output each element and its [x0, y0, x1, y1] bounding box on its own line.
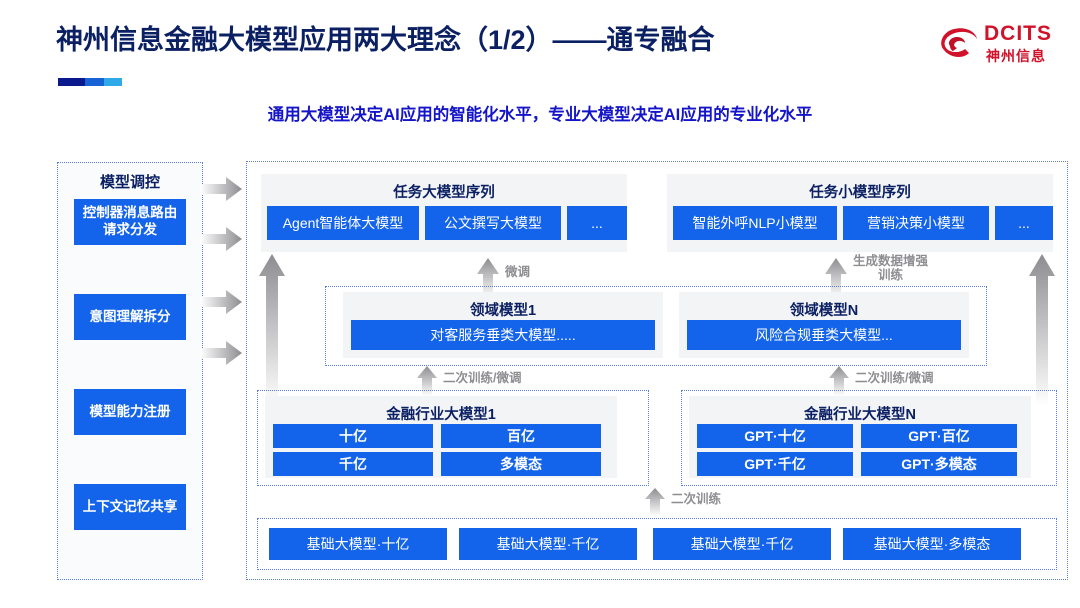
- sidebar-item-intent-parsing[interactable]: 意图理解拆分: [74, 294, 186, 340]
- domain-model-frame: [325, 286, 987, 366]
- arrow-label-fine-tune: 微调: [505, 265, 531, 279]
- sidebar-item-context-memory[interactable]: 上下文记忆共享: [74, 484, 186, 530]
- chip-industryn-gpt-billion[interactable]: GPT·十亿: [697, 424, 853, 448]
- group-title: 领域模型N: [789, 303, 859, 319]
- chip-industry1-hundred-billion[interactable]: 千亿: [273, 452, 433, 476]
- industry-model-n-frame: [681, 390, 1057, 486]
- sidebar-title: 模型调控: [99, 174, 160, 191]
- group-title: 任务大模型序列: [393, 185, 495, 201]
- up-arrow-icon: [1029, 254, 1055, 406]
- chip-industryn-gpt-ten-billion[interactable]: GPT·百亿: [861, 424, 1017, 448]
- up-arrow-icon: [825, 258, 847, 298]
- up-arrow-icon: [417, 366, 437, 396]
- chip-base-model-multimodal[interactable]: 基础大模型·多模态: [843, 528, 1021, 560]
- right-arrow-icon: [200, 341, 242, 365]
- chip-industryn-gpt-hundred-billion[interactable]: GPT·千亿: [697, 452, 853, 476]
- up-arrow-icon: [477, 258, 499, 298]
- chip-marketing-decision-small-model[interactable]: 营销决策小模型: [843, 206, 989, 240]
- chip-industry1-billion[interactable]: 十亿: [273, 424, 433, 448]
- logo-text-cn: 神州信息: [986, 48, 1046, 64]
- right-arrow-icon: [200, 177, 242, 201]
- chip-base-model-billion[interactable]: 基础大模型·十亿: [269, 528, 447, 560]
- chip-task-large-more[interactable]: ...: [567, 206, 627, 240]
- up-arrow-icon: [259, 254, 285, 406]
- page-subtitle: 通用大模型决定AI应用的智能化水平，专业大模型决定AI应用的专业化水平: [267, 106, 813, 124]
- group-title: 金融行业大模型1: [386, 407, 496, 423]
- dcits-swirl-icon: [941, 28, 977, 57]
- right-arrow-icon: [200, 227, 242, 251]
- chip-document-writing-model[interactable]: 公文撰写大模型: [425, 206, 561, 240]
- logo-text-en: DCITS: [984, 22, 1052, 45]
- arrow-label-retrain-left: 二次训练/微调: [443, 371, 522, 385]
- group-title: 金融行业大模型N: [804, 407, 916, 423]
- chip-outbound-nlp-small-model[interactable]: 智能外呼NLP小模型: [673, 206, 837, 240]
- page-header: 神州信息金融大模型应用两大理念（1/2）——通专融合 通用大模型决定AI应用的智…: [0, 0, 1080, 140]
- model-control-panel: 模型调控 控制器消息路由请求分发 意图理解拆分 模型能力注册 上下文记忆共享: [57, 162, 203, 580]
- sidebar-item-capability-registry[interactable]: 模型能力注册: [74, 389, 186, 435]
- dcits-logo: DCITS 神州信息: [936, 20, 1062, 72]
- page-title: 神州信息金融大模型应用两大理念（1/2）——通专融合: [56, 25, 715, 55]
- industry-model-1-frame: [257, 390, 649, 486]
- chip-industry1-ten-billion[interactable]: 百亿: [441, 424, 601, 448]
- architecture-diagram: 任务大模型序列 Agent智能体大模型 公文撰写大模型 ... 任务小模型序列 …: [246, 161, 1068, 580]
- sidebar-item-controller-routing[interactable]: 控制器消息路由请求分发: [74, 199, 186, 245]
- chip-base-model-hundred-billion-1[interactable]: 基础大模型·千亿: [459, 528, 637, 560]
- arrow-label-retrain-right: 二次训练/微调: [855, 371, 934, 385]
- chip-industryn-gpt-multimodal[interactable]: GPT·多模态: [861, 452, 1017, 476]
- up-arrow-icon: [645, 488, 665, 516]
- chip-agent-large-model[interactable]: Agent智能体大模型: [267, 206, 419, 240]
- chip-task-small-more[interactable]: ...: [995, 206, 1053, 240]
- chip-base-model-hundred-billion-2[interactable]: 基础大模型·千亿: [653, 528, 831, 560]
- arrow-label-data-augment: 生成数据增强 训练: [853, 254, 929, 283]
- right-arrow-icon: [200, 290, 242, 314]
- title-accent-rule: [58, 78, 122, 86]
- arrow-label-retrain-base: 二次训练: [671, 492, 722, 506]
- up-arrow-icon: [829, 366, 849, 396]
- chip-customer-service-vertical-model[interactable]: 对客服务垂类大模型.....: [351, 320, 655, 350]
- group-title: 任务小模型序列: [809, 185, 911, 201]
- chip-risk-compliance-vertical-model[interactable]: 风险合规垂类大模型...: [687, 320, 961, 350]
- chip-industry1-multimodal[interactable]: 多模态: [441, 452, 601, 476]
- base-model-frame: [257, 518, 1057, 570]
- group-title: 领域模型1: [469, 303, 537, 319]
